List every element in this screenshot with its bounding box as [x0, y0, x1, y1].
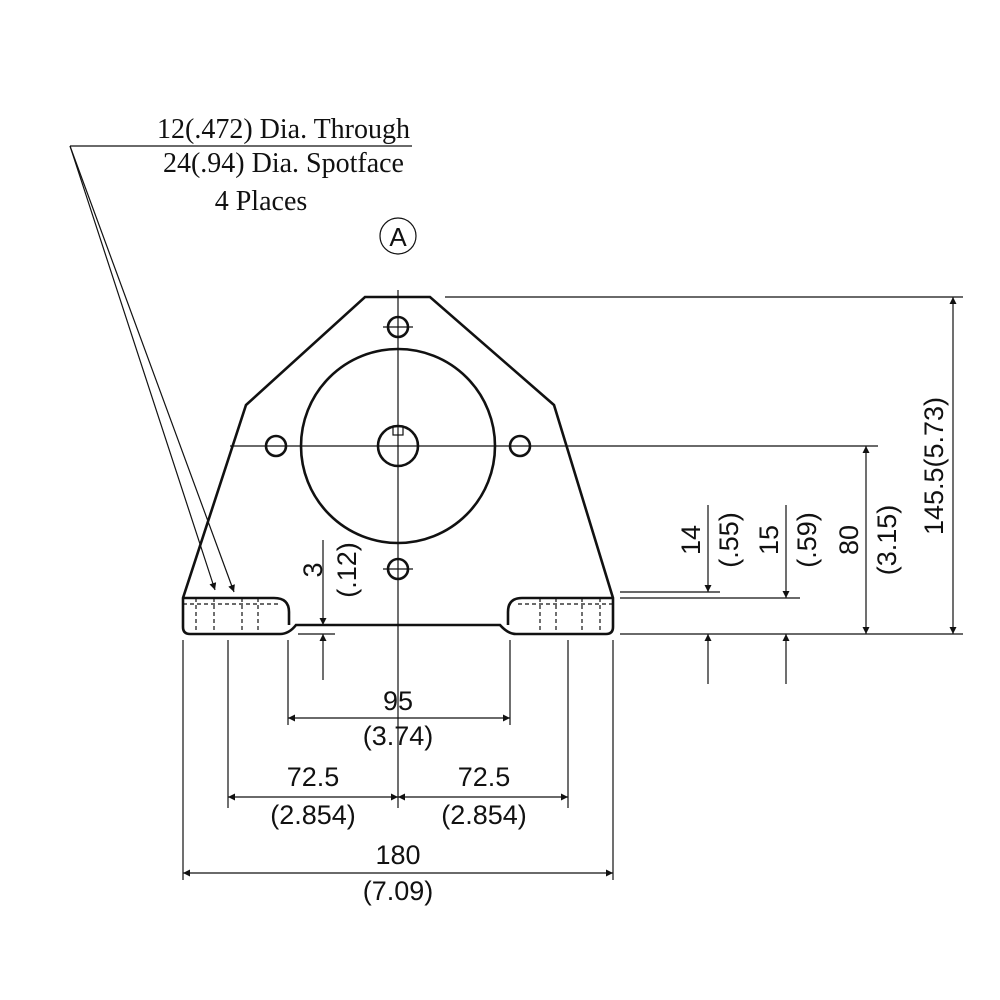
view-marker-circle	[379, 217, 417, 255]
dim-3-mm: 3	[298, 562, 328, 577]
dim-72-right-inch: (2.854)	[441, 800, 527, 830]
bracket-outline	[181, 295, 615, 636]
callout-leader-right	[69, 145, 235, 593]
dim-180-mm: 180	[375, 840, 420, 870]
dim-145-label: 145.5(5.73)	[919, 397, 949, 535]
dim-72-left-mm: 72.5	[287, 762, 340, 792]
dim-72-left-inch: (2.854)	[270, 800, 356, 830]
callout-spotface-text: 24(.94) Dia. Spotface	[163, 148, 404, 179]
dim-80-inch: (3.15)	[872, 505, 902, 576]
dim-80-mm: 80	[834, 525, 864, 555]
dim-14-inch: (.55)	[714, 512, 744, 568]
dim-15-inch: (.59)	[792, 512, 822, 568]
dim-180-inch: (7.09)	[363, 876, 434, 906]
dim-14-mm: 14	[676, 525, 706, 555]
dim-95-mm: 95	[383, 686, 413, 716]
callout-places-text: 4 Places	[215, 186, 308, 217]
callout-hole-text: 12(.472) Dia. Through	[157, 114, 410, 145]
dim-15-mm: 15	[754, 525, 784, 555]
dim-3-inch: (.12)	[332, 542, 362, 598]
dim-95-inch: (3.74)	[363, 721, 434, 751]
right-foot-top	[506, 596, 613, 625]
left-foot-top	[183, 596, 291, 625]
dim-72-right-mm: 72.5	[458, 762, 511, 792]
view-marker-label: A	[389, 222, 407, 252]
callout-leader-left	[69, 145, 217, 591]
